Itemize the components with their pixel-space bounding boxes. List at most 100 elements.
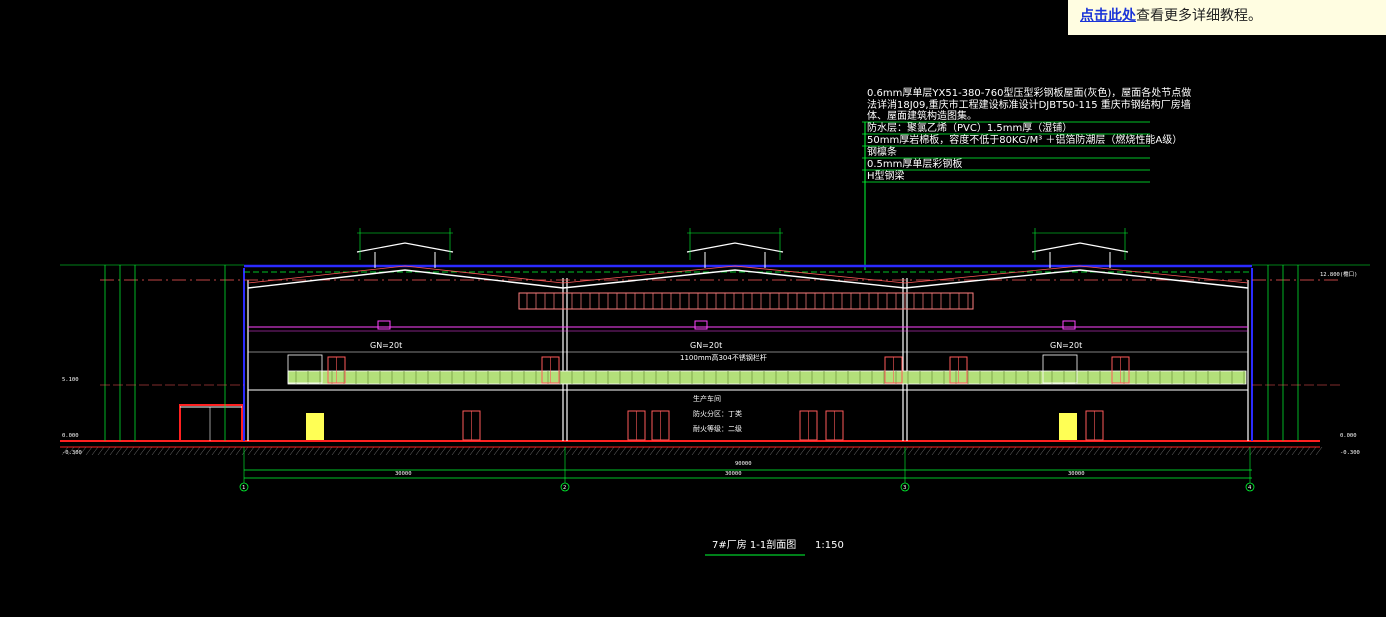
hatch-stroke xyxy=(979,446,987,456)
hatch-stroke xyxy=(1141,446,1149,456)
hatch-stroke xyxy=(715,446,723,456)
hatch-stroke xyxy=(625,446,633,456)
hatch-stroke xyxy=(535,446,543,456)
hatch-stroke xyxy=(889,446,897,456)
hatch-stroke xyxy=(1147,446,1155,456)
room-use-label: 生产车间 xyxy=(693,394,721,403)
hatch-stroke xyxy=(673,446,681,456)
hatch-stroke xyxy=(775,446,783,456)
hatch-stroke xyxy=(403,446,411,456)
hatch-stroke xyxy=(379,446,387,456)
hatch-stroke xyxy=(463,446,471,456)
hatch-stroke xyxy=(1045,446,1053,456)
roof-rafter xyxy=(247,269,1249,289)
hatch-stroke xyxy=(211,446,219,456)
hatch-stroke xyxy=(271,446,279,456)
hatch-stroke xyxy=(817,446,825,456)
hatch-stroke xyxy=(1249,446,1257,456)
hatch-stroke xyxy=(1069,446,1077,456)
hatch-stroke xyxy=(1123,446,1131,456)
hatch-stroke xyxy=(115,446,123,456)
hatch-stroke xyxy=(1111,446,1119,456)
hatch-stroke xyxy=(661,446,669,456)
hatch-stroke xyxy=(529,446,537,456)
hatch-stroke xyxy=(763,446,771,456)
annex-outline xyxy=(179,404,243,442)
axis-label-1: 1 xyxy=(242,485,245,491)
hatch-stroke xyxy=(1027,446,1035,456)
hatch-stroke xyxy=(1063,446,1071,456)
stair-right xyxy=(1059,413,1077,440)
tutorial-link[interactable]: 点击此处 xyxy=(1080,8,1136,24)
hatch-stroke xyxy=(91,446,99,456)
hatch-stroke xyxy=(895,446,903,456)
roof-ventilator-2 xyxy=(686,228,784,268)
hatch-stroke xyxy=(991,446,999,456)
hatch-stroke xyxy=(553,446,561,456)
hatch-stroke xyxy=(751,446,759,456)
hatch-stroke xyxy=(871,446,879,456)
hatch-stroke xyxy=(565,446,573,456)
elev-top-right: 12.800(檐口) xyxy=(1320,270,1358,278)
hatch-stroke xyxy=(859,446,867,456)
hatch-stroke xyxy=(169,446,177,456)
hatch-stroke xyxy=(409,446,417,456)
hatch-stroke xyxy=(79,446,87,456)
hatch-stroke xyxy=(985,446,993,456)
hatch-stroke xyxy=(1021,446,1029,456)
roof-note-line-5: 50mm厚岩棉板，容度不低于80KG/M³ ＋铝箔防潮层（燃烧性能A级） xyxy=(867,133,1182,146)
platform-label: 1100mm高304不锈钢栏杆 xyxy=(680,353,767,362)
fire-class-label: 防火分区：丁类 xyxy=(693,409,742,418)
hatch-stroke xyxy=(841,446,849,456)
hatch-stroke xyxy=(961,446,969,456)
hatch-stroke xyxy=(907,446,915,456)
hatch-stroke xyxy=(949,446,957,456)
hatch-stroke xyxy=(427,446,435,456)
roof xyxy=(100,228,1340,289)
hatch-stroke xyxy=(145,446,153,456)
hatch-stroke xyxy=(1297,446,1305,456)
hatch-stroke xyxy=(73,446,81,456)
hatch-stroke xyxy=(1237,446,1245,456)
stair-left xyxy=(306,413,324,440)
hatch-stroke xyxy=(739,446,747,456)
hatch-stroke xyxy=(253,446,261,456)
elev-neg-right: -0.300 xyxy=(1340,450,1360,456)
hatch-stroke xyxy=(127,446,135,456)
hatch-stroke xyxy=(601,446,609,456)
hatch-stroke xyxy=(1099,446,1107,456)
hatch-stroke xyxy=(487,446,495,456)
hatch-stroke xyxy=(133,446,141,456)
hatch-stroke xyxy=(955,446,963,456)
hatch-stroke xyxy=(223,446,231,456)
hatch-stroke xyxy=(1075,446,1083,456)
span-3-dim: 30000 xyxy=(1068,471,1085,477)
axis-bubbles: 1 2 3 4 xyxy=(239,482,1255,492)
hatch-stroke xyxy=(1009,446,1017,456)
hatch-stroke xyxy=(1057,446,1065,456)
hatch-stroke xyxy=(301,446,309,456)
elev-zero-left: 0.000 xyxy=(62,433,79,439)
horizontal-dimensions: 30000 30000 30000 90000 xyxy=(243,447,1252,483)
hatch-stroke xyxy=(1225,446,1233,456)
hatch-stroke xyxy=(511,446,519,456)
hatch-stroke xyxy=(919,446,927,456)
hatch-stroke xyxy=(139,446,147,456)
hatch-stroke xyxy=(727,446,735,456)
tutorial-text: 查看更多详细教程。 xyxy=(1136,8,1262,24)
hatch-stroke xyxy=(517,446,525,456)
stairs xyxy=(306,413,1077,440)
hatch-stroke xyxy=(1243,446,1251,456)
hatch-stroke xyxy=(577,446,585,456)
hatch-stroke xyxy=(85,446,93,456)
hatch-stroke xyxy=(769,446,777,456)
hatch-stroke xyxy=(571,446,579,456)
hatch-stroke xyxy=(1303,446,1311,456)
hatch-stroke xyxy=(1219,446,1227,456)
drawing-title-text: 7#厂房 1-1剖面图 xyxy=(712,538,796,551)
hatch-stroke xyxy=(1195,446,1203,456)
hatch-stroke xyxy=(265,446,273,456)
hatch-stroke xyxy=(439,446,447,456)
elev-neg-left: -0.300 xyxy=(62,450,82,456)
hatch-stroke xyxy=(199,446,207,456)
